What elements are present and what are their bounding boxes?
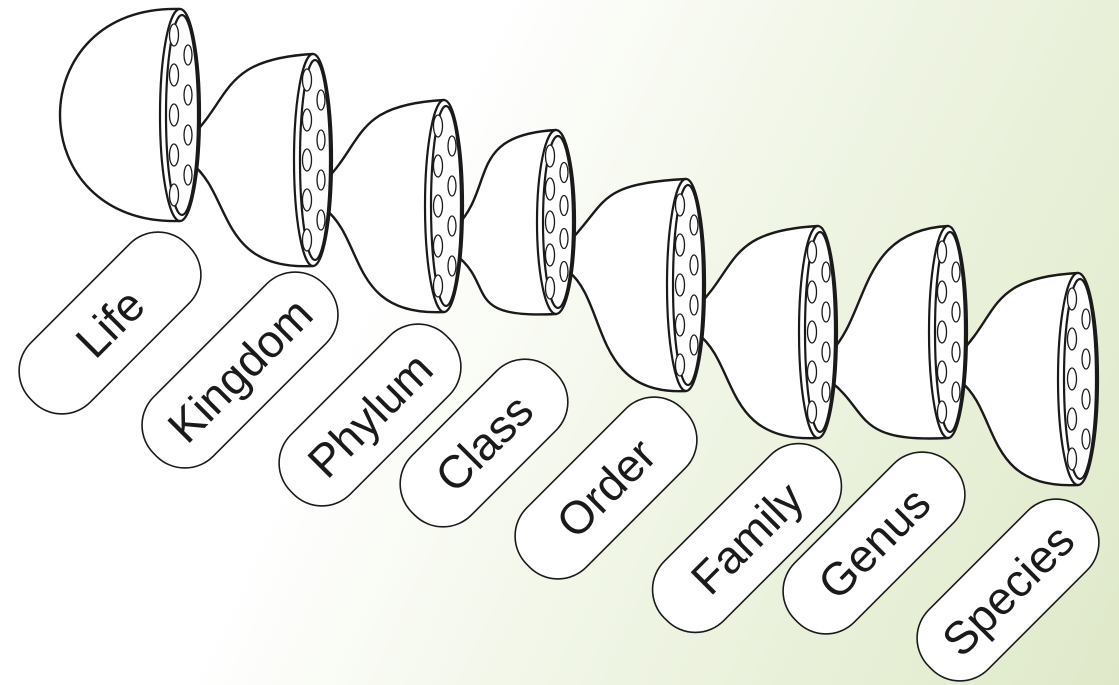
seed-icon [674, 273, 686, 297]
seed-icon [936, 360, 948, 384]
stage-kingdom [190, 52, 334, 268]
seed-icon [447, 135, 457, 157]
seed-icon [301, 108, 313, 132]
label-pill [514, 396, 698, 580]
seed-icon [951, 301, 961, 323]
seed-icon [559, 260, 569, 283]
seed-icon [951, 381, 961, 403]
seed-icon [806, 320, 818, 344]
seed-icon [1066, 367, 1078, 391]
seed-icon [806, 400, 818, 424]
seed-icon [316, 89, 326, 111]
seed-icon [806, 360, 818, 384]
level-label-life: Life [18, 231, 202, 415]
seed-icon [674, 193, 686, 217]
seed-icon [432, 114, 444, 138]
seed-icon [168, 23, 180, 47]
label-pill [141, 271, 339, 469]
seed-icon [544, 177, 556, 201]
seed-icon [936, 240, 948, 264]
funnel-shapes [58, 7, 1100, 487]
label-pill [916, 498, 1100, 682]
stage-order [566, 177, 707, 393]
seed-icon [1081, 308, 1091, 330]
seed-icon [689, 334, 699, 356]
seed-icon [821, 341, 831, 363]
seed-icon [183, 164, 193, 186]
label-pill [278, 323, 462, 507]
label-pill [651, 442, 843, 634]
seed-icon [559, 161, 569, 184]
stage-family [696, 224, 839, 440]
stage-genus [828, 224, 969, 440]
seed-icon [301, 228, 313, 252]
seed-icon [544, 144, 556, 168]
seed-icon [447, 255, 457, 277]
seed-icon [821, 381, 831, 403]
seed-icon [951, 341, 961, 363]
seed-icon [1066, 287, 1078, 311]
seed-icon [936, 400, 948, 424]
label-pill [18, 231, 202, 415]
seed-icon [316, 169, 326, 191]
seed-icon [559, 227, 569, 250]
seed-icon [1081, 348, 1091, 370]
seed-icon [183, 124, 193, 146]
seed-icon [301, 68, 313, 92]
seed-icon [806, 280, 818, 304]
seed-icon [1081, 388, 1091, 410]
seed-icon [674, 233, 686, 257]
seed-icon [316, 209, 326, 231]
seed-icon [544, 210, 556, 234]
seed-icon [432, 274, 444, 298]
stage-phylum [323, 98, 465, 314]
seed-icon [1066, 407, 1078, 431]
seed-icon [951, 261, 961, 283]
stage-class [454, 128, 577, 316]
seed-icon [806, 240, 818, 264]
seed-icon [168, 103, 180, 127]
seed-icon [168, 183, 180, 207]
seed-icon [821, 261, 831, 283]
seed-icon [544, 243, 556, 267]
seed-icon [689, 214, 699, 236]
seed-icon [301, 188, 313, 212]
seed-icon [674, 353, 686, 377]
seed-icon [316, 129, 326, 151]
seed-icon [559, 194, 569, 217]
seed-icon [689, 294, 699, 316]
seed-icon [432, 154, 444, 178]
seed-icon [432, 194, 444, 218]
seed-icon [183, 84, 193, 106]
seed-icon [821, 301, 831, 323]
seed-icon [168, 63, 180, 87]
label-pill [399, 358, 569, 528]
seed-icon [183, 44, 193, 66]
seed-icon [1081, 428, 1091, 450]
seed-icon [674, 313, 686, 337]
label-pill [782, 451, 966, 635]
stage-life [58, 7, 202, 223]
seed-icon [432, 234, 444, 258]
seed-icon [936, 280, 948, 304]
seed-icon [168, 143, 180, 167]
seed-icon [544, 276, 556, 300]
seed-icon [447, 215, 457, 237]
seed-icon [447, 175, 457, 197]
seed-icon [689, 254, 699, 276]
seed-icon [301, 148, 313, 172]
seed-icon [936, 320, 948, 344]
seed-icon [1066, 447, 1078, 471]
stage-body [58, 7, 182, 223]
seed-icon [1066, 327, 1078, 351]
stage-species [958, 271, 1100, 487]
